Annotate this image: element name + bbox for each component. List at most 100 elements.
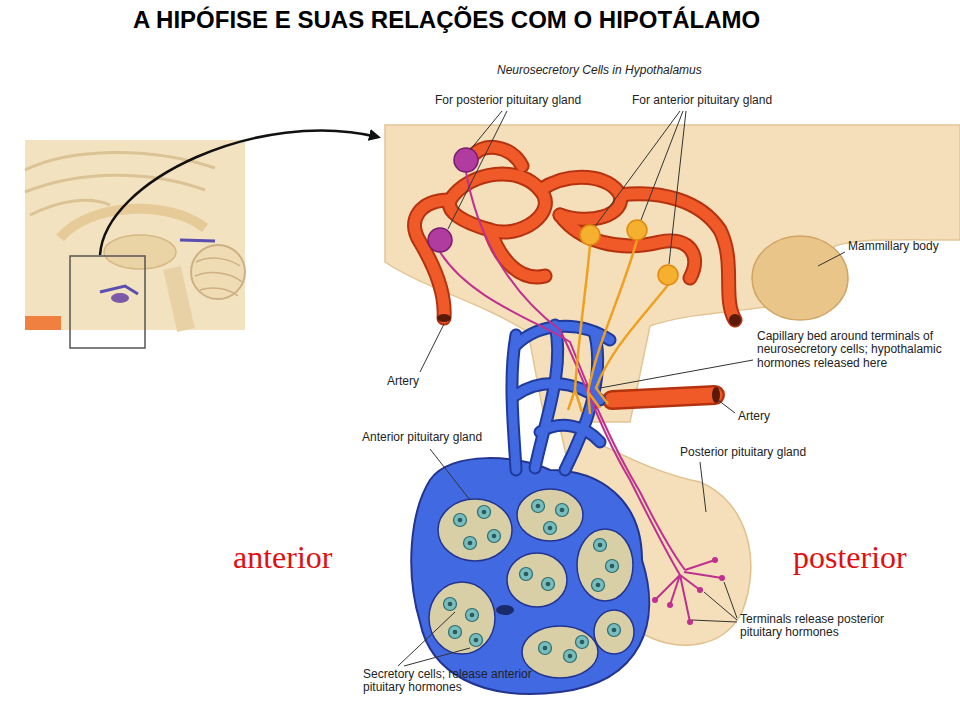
anterior-lobe <box>466 609 479 622</box>
anterior-lobe <box>464 537 477 550</box>
portal-vessels <box>512 325 610 470</box>
neurosecretory-axons <box>440 172 722 622</box>
neurosecretory-axons <box>580 225 600 245</box>
portal-vessels <box>540 425 600 442</box>
leader-lines <box>404 648 470 666</box>
brain-inset <box>60 209 205 238</box>
anterior-lobe <box>507 553 567 607</box>
diagram-title: A HIPÓFISE E SUAS RELAÇÕES COM O HIPOTÁL… <box>133 7 760 34</box>
arterial-network <box>612 395 715 400</box>
anterior-lobe <box>517 489 583 541</box>
leader-lines <box>398 111 845 666</box>
brain-inset <box>25 316 61 330</box>
brain-inset <box>111 293 129 303</box>
leader-lines <box>448 111 507 229</box>
part-label: For posterior pituitary gland <box>435 94 581 107</box>
neurosecretory-axons <box>440 252 685 570</box>
neurosecretory-axons <box>655 560 722 622</box>
anterior-lobe <box>556 504 569 517</box>
arterial-network <box>612 395 715 400</box>
neurosecretory-axons <box>568 240 668 414</box>
anterior-lobe <box>454 514 467 527</box>
leader-lines <box>704 592 737 620</box>
anterior-lobe <box>539 642 552 655</box>
anterior-lobe <box>449 626 462 639</box>
arterial-network <box>540 177 621 219</box>
portal-vessels <box>512 335 516 470</box>
anterior-lobe <box>608 624 621 637</box>
anterior-lobe <box>438 499 512 561</box>
part-label: Artery <box>387 375 419 388</box>
neurosecretory-axons <box>428 228 452 252</box>
portal-vessels <box>535 325 558 468</box>
leader-lines <box>724 582 737 618</box>
leader-lines <box>420 324 444 372</box>
hypothalamus-tissue <box>752 236 848 320</box>
brain-inset <box>195 258 242 296</box>
neurosecretory-axons <box>568 245 590 412</box>
neurosecretory-axons <box>428 148 725 625</box>
anterior-lobe <box>496 605 514 615</box>
neurosecretory-axons <box>652 597 658 603</box>
leader-lines <box>398 612 455 666</box>
leader-lines <box>700 462 706 512</box>
note-label: Capillary bed around terminals of neuros… <box>757 330 953 370</box>
neurosecretory-axons <box>454 148 478 172</box>
anterior-lobe <box>544 522 557 535</box>
arterial-network <box>612 395 715 400</box>
anterior-lobe <box>444 598 457 611</box>
zoom-arrow <box>100 130 378 255</box>
neurosecretory-axons <box>627 220 647 240</box>
neurosecretory-axons <box>658 265 678 285</box>
anterior-lobe <box>577 529 633 601</box>
brain-inset <box>70 256 145 348</box>
part-label: Posterior pituitary gland <box>680 446 806 459</box>
leader-lines <box>641 111 683 220</box>
anterior-lobe <box>564 650 577 663</box>
region-label: anterior <box>233 540 333 576</box>
neurosecretory-axons <box>712 557 718 563</box>
arterial-network <box>620 194 735 320</box>
neurosecretory-axons <box>466 172 680 575</box>
note-label: Terminals release posterior pituitary ho… <box>740 613 915 640</box>
arterial-network <box>540 177 621 219</box>
leader-lines <box>692 620 737 622</box>
anterior-lobe <box>594 610 634 654</box>
arterial-network <box>620 194 735 320</box>
anterior-lobe <box>594 539 607 552</box>
portal-vessels <box>512 325 610 470</box>
arterial-network <box>415 147 735 320</box>
leader-lines <box>600 360 753 388</box>
neurosecretory-axons <box>667 602 673 608</box>
portal-vessels <box>512 335 516 470</box>
brain-inset <box>172 268 186 330</box>
note-label: Secretory cells; release anterior pituit… <box>363 668 535 695</box>
arterial-network <box>490 230 545 277</box>
anterior-lobe <box>470 634 483 647</box>
anterior-lobe <box>532 500 545 513</box>
brain-inset <box>25 140 245 348</box>
hypothalamus-tissue <box>385 125 960 422</box>
leader-lines <box>818 252 845 266</box>
anterior-lobe <box>592 579 605 592</box>
brain-inset <box>180 240 215 241</box>
region-label: posterior <box>793 540 907 576</box>
anterior-lobe <box>429 582 495 654</box>
anterior-lobe <box>411 458 649 694</box>
part-label: Mammillary body <box>848 240 939 253</box>
neurosecretory-axons <box>596 285 668 404</box>
part-label: For anterior pituitary gland <box>632 94 772 107</box>
brain-inset <box>100 286 138 294</box>
neurosecretory-axons <box>652 557 725 625</box>
portal-vessels <box>540 425 600 442</box>
brain-inset <box>104 235 176 269</box>
neurosecretory-axons <box>697 587 703 593</box>
anterior-lobe <box>520 568 533 581</box>
hypothalamus-tissue <box>385 125 960 422</box>
part-label: Artery <box>738 410 770 423</box>
portal-vessels <box>512 325 610 470</box>
leader-lines <box>596 111 680 225</box>
anterior-lobe <box>542 578 555 591</box>
section-label: Neurosecretory Cells in Hypothalamus <box>497 64 702 77</box>
